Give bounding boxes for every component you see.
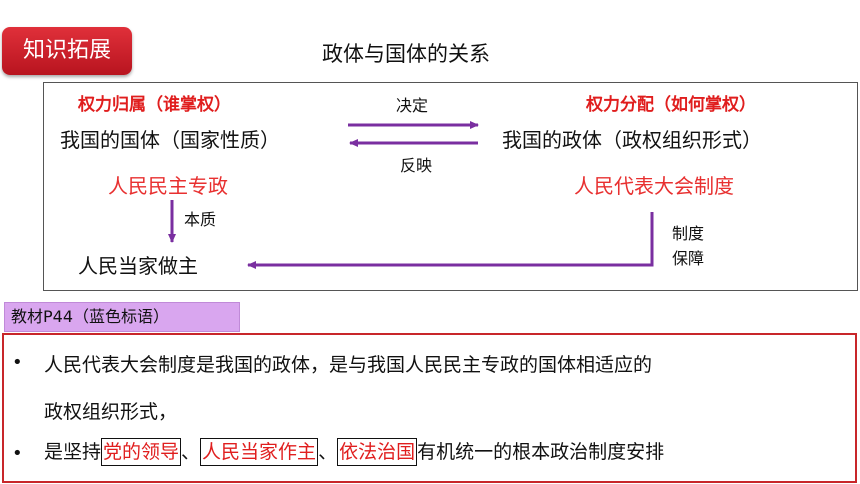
note-line-3: 是坚持党的领导、人民当家作主、依法治国有机统一的根本政治制度安排 [44,437,664,466]
government-system-label: 我国的政体（政权组织形式） [502,128,762,152]
down-arrow-label: 本质 [184,210,217,229]
state-system-label: 我国的国体（国家性质） [60,128,280,152]
separator-1: 、 [181,441,201,463]
side-label-1: 制度 [672,224,705,243]
source-tag: 教材P44（蓝色标语） [4,302,240,332]
left-heading: 权力归属（谁掌权） [78,95,231,115]
notes-box [2,333,857,483]
note-line-3-suffix: 有机统一的根本政治制度安排 [417,441,665,463]
people-master-label: 人民当家做主 [78,254,198,278]
bullet-2: • [12,443,23,464]
side-label-2: 保障 [672,249,705,268]
keyword-party-leadership: 党的领导 [101,438,182,466]
page-title: 政体与国体的关系 [322,42,490,66]
arrow-label-decide: 决定 [396,96,429,115]
peoples-congress-system: 人民代表大会制度 [574,174,734,198]
guarantee-arrow [247,212,654,269]
bullet-1: • [12,352,23,373]
separator-2: 、 [318,441,338,463]
peoples-democratic-dictatorship: 人民民主专政 [108,174,228,198]
keyword-people-master: 人民当家作主 [200,438,319,466]
diagram-box [43,82,858,291]
keyword-rule-of-law: 依法治国 [337,438,418,466]
section-tag: 知识拓展 [2,27,132,75]
note-line-2: 政权组织形式， [44,401,178,423]
note-line-1: 人民代表大会制度是我国的政体，是与我国人民民主专政的国体相适应的 [44,354,653,376]
right-heading: 权力分配（如何掌权） [586,95,756,115]
arrow-label-reflect: 反映 [400,156,433,175]
note-line-3-prefix: 是坚持 [44,441,102,463]
